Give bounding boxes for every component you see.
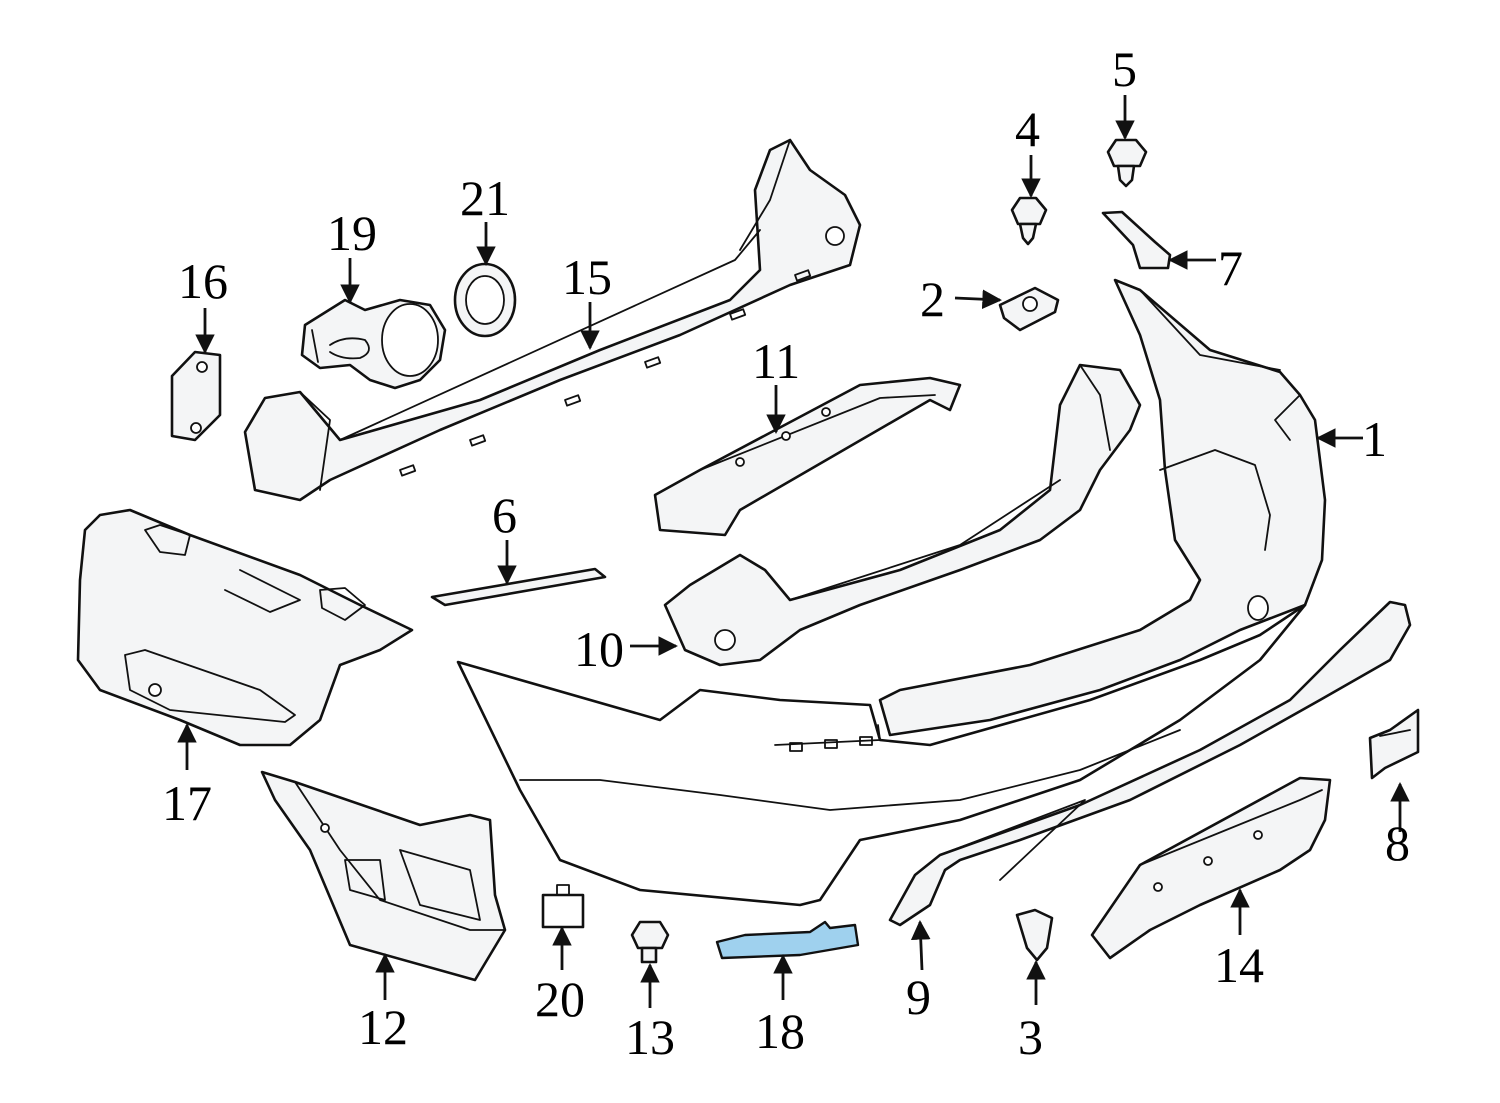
callout-9: 9 (906, 969, 931, 1025)
callout-12: 12 (358, 999, 408, 1055)
part-17-side-panel[interactable] (76, 508, 414, 747)
part-6-trim-strip[interactable] (430, 567, 607, 607)
part-5-bolt[interactable] (1106, 138, 1148, 188)
callout-16: 16 (178, 253, 228, 309)
leader-arrows (177, 95, 1410, 1008)
part-15-bumper-reinforcement[interactable] (243, 138, 862, 502)
part-1-bumper-cover[interactable] (878, 278, 1327, 737)
part-18-reflector-highlighted[interactable] (715, 920, 860, 960)
part-20-clip[interactable] (541, 884, 585, 929)
part-3-push-clip[interactable] (1015, 908, 1054, 962)
callout-19: 19 (327, 205, 377, 261)
part-9-lower-trim[interactable] (888, 600, 1412, 927)
callout-3: 3 (1018, 1009, 1043, 1065)
callout-18: 18 (755, 1003, 805, 1059)
callout-10: 10 (574, 621, 624, 677)
callout-20: 20 (535, 971, 585, 1027)
part-14-lower-absorber[interactable] (1090, 776, 1332, 960)
part-21-sensor-ring[interactable] (453, 262, 517, 338)
part-7-bracket[interactable] (1101, 210, 1172, 270)
callout-11: 11 (752, 333, 800, 389)
callout-13: 13 (625, 1009, 675, 1065)
part-19-parking-sensor[interactable] (300, 298, 447, 390)
callout-21: 21 (460, 170, 510, 226)
callout-6: 6 (492, 487, 517, 543)
callout-17: 17 (162, 775, 212, 831)
part-11-absorber[interactable] (653, 376, 962, 537)
callout-14: 14 (1214, 937, 1264, 993)
part-4-screw[interactable] (1010, 196, 1048, 246)
part-16-cover-plate[interactable] (170, 350, 222, 442)
callout-2: 2 (920, 271, 945, 327)
part-13-bolt[interactable] (630, 920, 670, 964)
lower-bumper-fascia[interactable] (456, 603, 1307, 907)
callout-15: 15 (562, 249, 612, 305)
part-10-support-bracket[interactable] (663, 363, 1142, 667)
callout-4: 4 (1015, 101, 1040, 157)
callout-8: 8 (1385, 815, 1410, 871)
part-12-lower-bracket[interactable] (260, 770, 507, 982)
callout-7: 7 (1218, 240, 1243, 296)
callout-5: 5 (1112, 41, 1137, 97)
part-8-end-cap[interactable] (1368, 708, 1420, 780)
callout-labels: 1 2 3 4 5 6 7 8 9 10 11 12 13 14 15 16 1… (162, 41, 1410, 1065)
part-2-clip-nut[interactable] (998, 286, 1060, 332)
callout-1: 1 (1362, 411, 1387, 467)
part-18-reflector-shape[interactable] (715, 920, 860, 960)
